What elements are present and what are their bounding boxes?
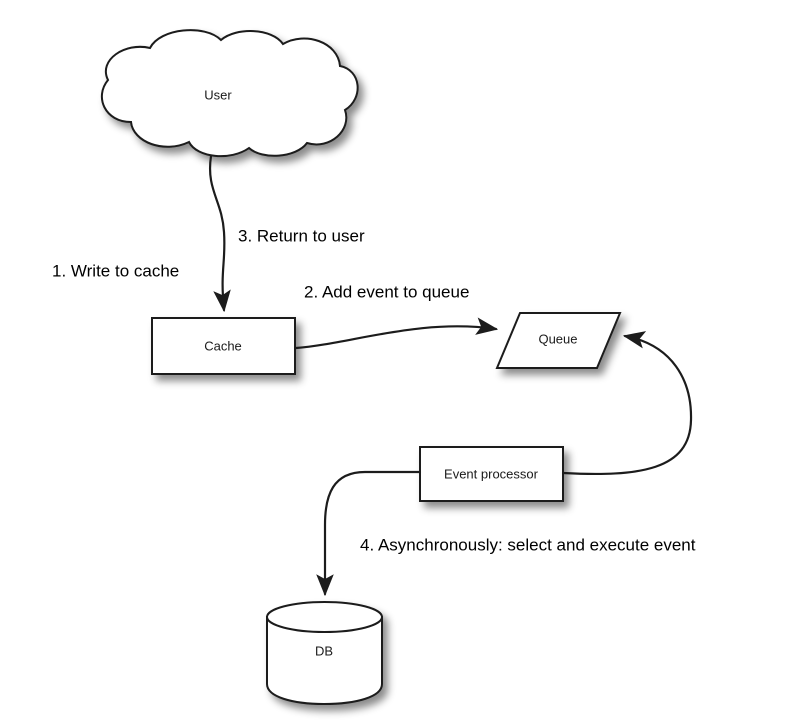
edge-label-return-to-user: 3. Return to user	[238, 226, 365, 245]
node-cache-label: Cache	[204, 338, 242, 353]
node-db[interactable]: DB	[266, 601, 383, 706]
edge-label-write-to-cache: 1. Write to cache	[52, 261, 179, 280]
node-db-label: DB	[315, 643, 333, 658]
node-queue[interactable]: Queue	[495, 312, 622, 369]
node-event-processor-label: Event processor	[444, 466, 539, 481]
edge-user-to-cache[interactable]	[208, 154, 231, 313]
node-user[interactable]: User	[100, 29, 359, 158]
edge-label-asynchronously-select-execute: 4. Asynchronously: select and execute ev…	[360, 535, 696, 554]
edge-event-processor-to-db[interactable]	[316, 470, 422, 597]
edge-queue-to-event-processor[interactable]	[561, 331, 693, 476]
node-queue-label: Queue	[538, 331, 577, 346]
node-event-processor[interactable]: Event processor	[419, 446, 564, 502]
edge-cache-to-queue[interactable]	[294, 317, 499, 350]
node-user-label: User	[204, 87, 232, 102]
edge-label-add-event-to-queue: 2. Add event to queue	[304, 282, 469, 301]
node-cache[interactable]: Cache	[151, 317, 296, 375]
